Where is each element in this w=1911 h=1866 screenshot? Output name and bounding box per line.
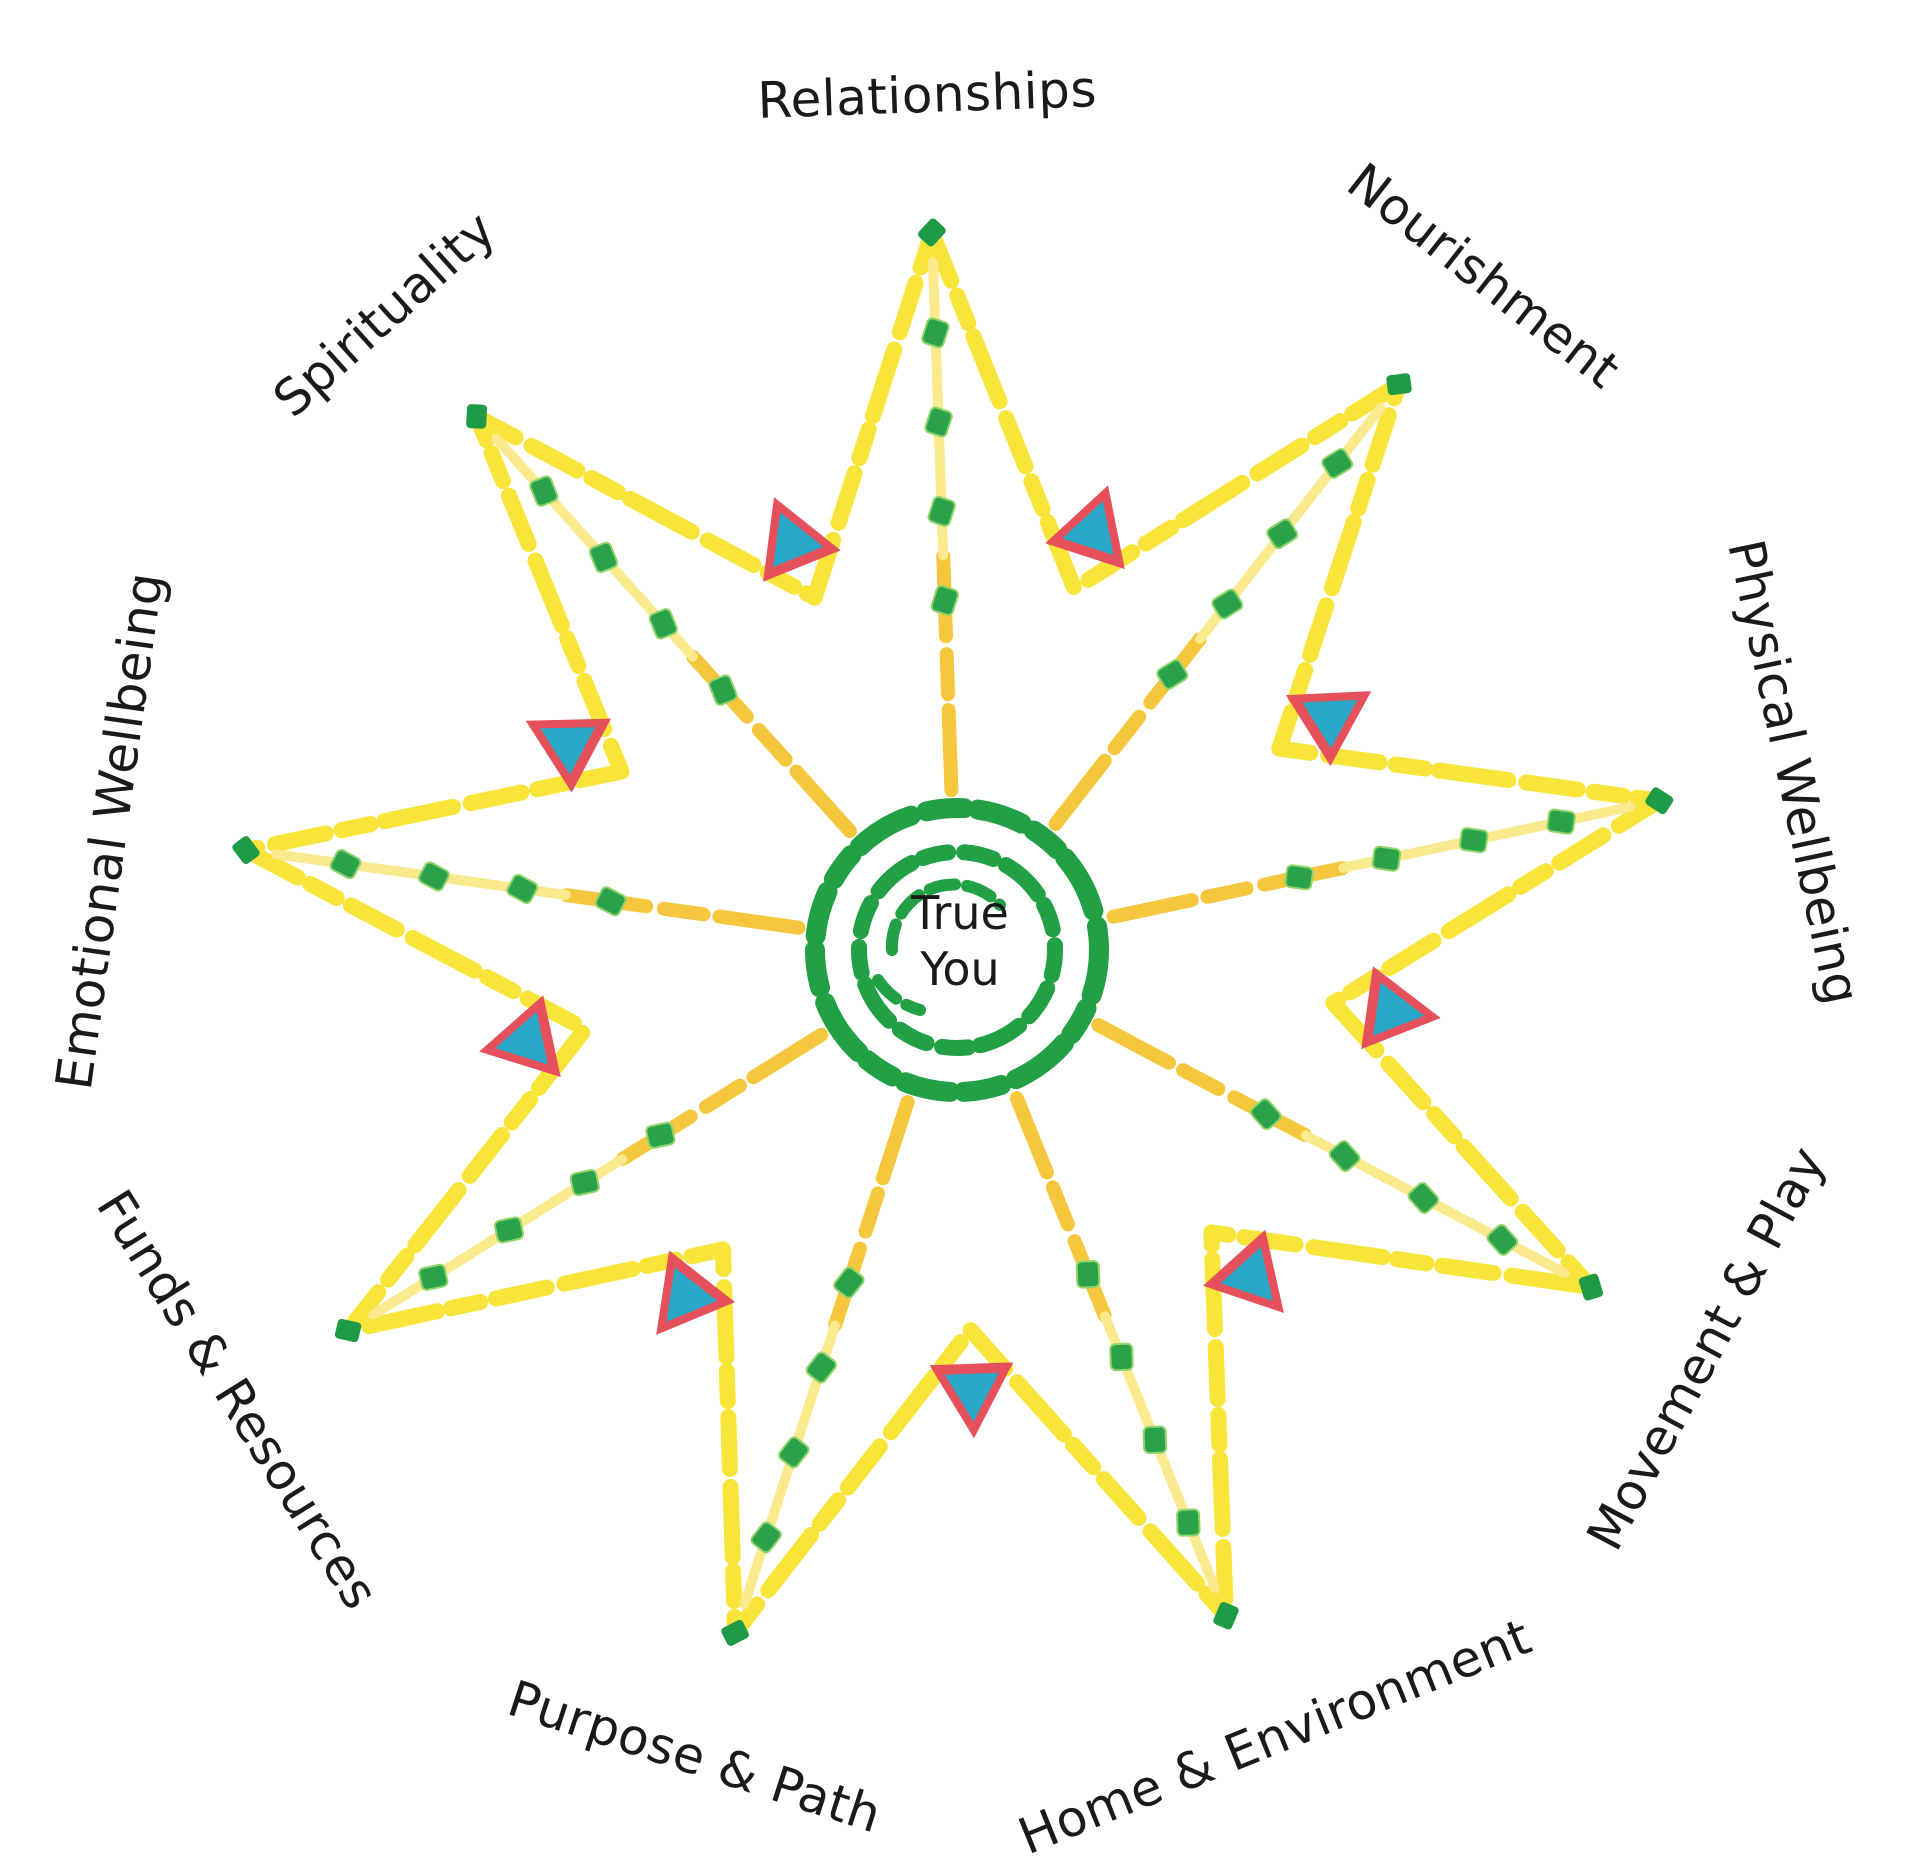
- ray-gem-funds-and-resources-2: [569, 1169, 600, 1197]
- notch-blue-triangle-8: [540, 727, 596, 775]
- segment-label-relationships: Relationships: [757, 60, 1098, 130]
- ray-gem-purpose-and-path-4: [750, 1521, 782, 1554]
- ray-gem-movement-and-play-1: [1249, 1098, 1282, 1131]
- ray-gem-movement-and-play-2: [1328, 1140, 1361, 1173]
- segment-label-movement-and-play: Movement & Play: [1576, 1137, 1837, 1559]
- ray-gem-physical-wellbeing-3: [1458, 827, 1489, 854]
- center-label-line1: True: [910, 886, 1009, 940]
- ray-gem-funds-and-resources-4: [418, 1263, 449, 1291]
- ray-gem-physical-wellbeing-4: [1546, 808, 1576, 835]
- ray-gem-relationships-2: [927, 495, 956, 527]
- ray-gem-nourishment-4: [1321, 448, 1354, 479]
- ray-gem-purpose-and-path-1: [833, 1266, 865, 1299]
- inner-green-ring: [851, 844, 1063, 1056]
- notch-blue-triangle-7: [495, 1011, 548, 1065]
- ray-gem-movement-and-play-3: [1407, 1182, 1440, 1214]
- notch-blue-triangle-9: [773, 512, 824, 567]
- ray-gem-spirituality-4: [529, 475, 559, 507]
- segment-label-spirituality: Spirituality: [262, 200, 506, 428]
- ray-gem-emotional-wellbeing-3: [418, 861, 450, 892]
- star-outline: [238, 224, 1668, 1641]
- ray-gem-nourishment-3: [1266, 518, 1299, 550]
- ray-gem-movement-and-play-4: [1486, 1223, 1519, 1256]
- segment-label-purpose-and-path: Purpose & Path: [501, 1669, 888, 1844]
- ray-gem-relationships-4: [921, 317, 950, 349]
- notch-blue-triangle-2: [1302, 699, 1358, 749]
- tip-dot-funds-and-resources: [334, 1318, 362, 1343]
- segment-label-physical-wellbeing: Physical Wellbeing: [1716, 535, 1871, 1010]
- notch-blue-triangle-3: [1373, 982, 1425, 1036]
- ray-gem-relationships-3: [924, 406, 953, 438]
- ray-gem-nourishment-2: [1211, 588, 1244, 620]
- tip-dot-home-and-environment: [1213, 1601, 1239, 1630]
- true-you-center: True You: [805, 798, 1109, 1102]
- segment-label-nourishment: Nourishment: [1337, 152, 1631, 400]
- star-tips-group: [232, 218, 1674, 1646]
- ray-gem-emotional-wellbeing-1: [594, 886, 627, 917]
- ray-gem-home-and-environment-3: [1142, 1425, 1168, 1455]
- notch-blue-triangle-5: [944, 1372, 999, 1422]
- notch-triangles-group: [479, 485, 1441, 1439]
- tip-dot-nourishment: [1386, 373, 1412, 396]
- ray-gem-purpose-and-path-2: [805, 1351, 837, 1384]
- ray-gem-home-and-environment-2: [1109, 1342, 1134, 1372]
- ray-gem-emotional-wellbeing-4: [329, 849, 362, 880]
- star-outline-group: [238, 224, 1668, 1641]
- ray-gem-physical-wellbeing-2: [1371, 845, 1402, 872]
- tip-dot-physical-wellbeing: [1645, 787, 1674, 815]
- center-spiral: [872, 878, 1006, 1016]
- notch-blue-triangle-6: [666, 1267, 718, 1322]
- segment-label-emotional-wellbeing: Emotional Wellbeing: [45, 569, 175, 1093]
- outer-green-ring: [805, 798, 1109, 1102]
- segment-label-funds-and-resources: Funds & Resources: [85, 1180, 390, 1619]
- tip-dot-spirituality: [466, 404, 488, 429]
- star-rays-group: [270, 257, 1635, 1610]
- ray-gem-spirituality-1: [708, 674, 738, 706]
- tip-dot-movement-and-play: [1578, 1273, 1604, 1301]
- ray-gem-home-and-environment-4: [1176, 1508, 1201, 1537]
- tip-dot-relationships: [918, 218, 946, 247]
- ray-gem-spirituality-2: [648, 608, 678, 640]
- ray-gem-nourishment-1: [1156, 659, 1189, 690]
- ray-gem-spirituality-3: [588, 541, 619, 574]
- ray-gem-relationships-1: [930, 585, 959, 616]
- center-label-line2: You: [919, 942, 999, 996]
- notch-blue-triangle-4: [1220, 1247, 1273, 1301]
- segment-label-home-and-environment: Home & Environment: [1011, 1607, 1540, 1866]
- ray-gem-emotional-wellbeing-2: [506, 873, 539, 904]
- ray-gem-purpose-and-path-3: [778, 1436, 810, 1469]
- ray-gem-home-and-environment-1: [1075, 1260, 1101, 1289]
- ray-gem-funds-and-resources-3: [493, 1216, 525, 1244]
- tip-dot-emotional-wellbeing: [232, 836, 260, 865]
- tip-dot-purpose-and-path: [721, 1619, 749, 1646]
- ray-gem-physical-wellbeing-1: [1284, 864, 1314, 891]
- ray-gem-funds-and-resources-1: [645, 1121, 676, 1149]
- notch-blue-triangle-1: [1062, 501, 1114, 556]
